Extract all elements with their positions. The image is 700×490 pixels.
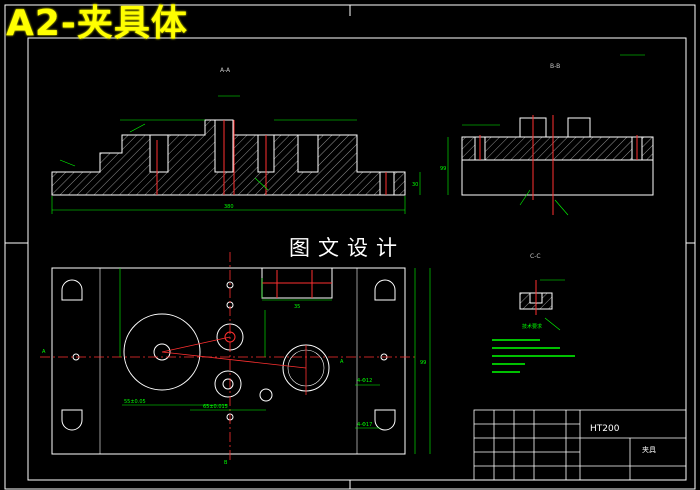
- border-ticks: [5, 5, 695, 489]
- aa-length-dim: 380: [224, 204, 234, 210]
- watermark-text: 图文设计: [285, 232, 409, 262]
- titleblock-part-name: 夹具: [642, 445, 656, 454]
- plan-dim-65: 65±0.015: [203, 404, 228, 410]
- plan-dim-55: 55±0.05: [124, 399, 146, 405]
- plan-dim-35: 35: [294, 304, 300, 310]
- cc-section-view: [519, 279, 565, 331]
- titleblock-material: HT200: [590, 424, 620, 434]
- plan-height-dim: 99: [420, 360, 426, 366]
- plan-marker-left: A: [42, 349, 46, 355]
- aa-view-label: A-A: [220, 67, 231, 74]
- plan-hole-12: 4-Φ12: [357, 378, 372, 384]
- title-block: [473, 409, 687, 481]
- bb-section-view: 99: [440, 54, 654, 216]
- drawing-title: A2-夹具体: [6, 3, 188, 44]
- plan-marker-right: A: [340, 359, 344, 365]
- technical-notes: 技术要求: [492, 323, 575, 373]
- aa-height-dim: 30: [412, 182, 418, 188]
- plan-view: 99 55±0.05 65±0.015 4-Φ12 4-Φ17 35 A A B: [40, 252, 431, 466]
- bb-view-label: B-B: [550, 63, 560, 70]
- notes-heading: 技术要求: [522, 323, 542, 330]
- plan-marker-bottom: B: [224, 460, 228, 466]
- cc-view-label: C-C: [530, 253, 541, 260]
- plan-hole-17: 4-Φ17: [357, 422, 372, 428]
- bb-height-dim: 99: [440, 166, 446, 172]
- aa-section-view: 380 30: [51, 95, 421, 214]
- inner-frame: [27, 37, 687, 481]
